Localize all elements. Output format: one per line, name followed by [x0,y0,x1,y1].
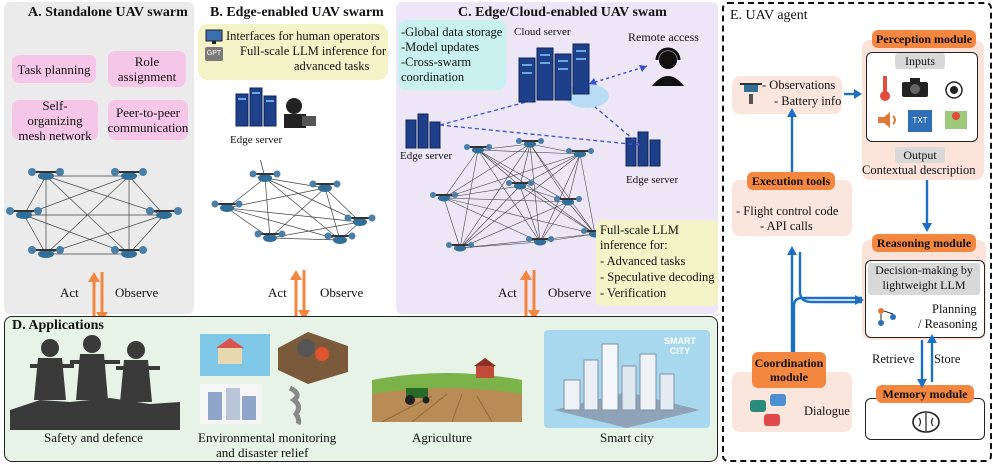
store-label: Store [934,352,961,366]
contextual-description: Contextual description [862,163,976,177]
panel-c-cloud-item-1: -Model updates [401,40,480,54]
panel-b-callout [198,24,388,80]
agriculture-image [372,358,522,422]
chat-bubbles-icon [750,394,786,426]
gpt-icon: GPT [205,47,223,61]
panel-b-edge-server-icon [235,87,316,128]
reasoning-sub-label: / Reasoning [918,317,978,331]
decision-label: Decision-making by lightweight LLM [868,263,980,295]
dialogue-label: Dialogue [804,404,850,418]
remote-access-label: Remote access [628,30,699,44]
panel-a-title: A. Standalone UAV swarm [28,5,188,20]
perception-module-tag: Perception module [872,30,976,48]
pill-task-planning: Task planning [12,55,96,83]
execution-tools-tag: Execution tools [747,172,835,190]
retrieve-label: Retrieve [872,352,915,366]
panel-c-swarm [430,138,609,252]
coordination-line-1: Coordination [754,356,824,370]
edge-server-left-icon [405,113,441,149]
panel-a-observe: Observe [115,285,159,300]
drone-small-icon-overlay [740,83,762,104]
edge-server-left-label: Edge server [400,150,453,162]
api-calls: - API calls [760,219,813,233]
txt-file-icon: TXT [908,110,932,132]
panel-b-observe: Observe [320,285,364,300]
cloud-server-label: Cloud server [514,26,571,38]
smart-city-buildings [554,343,700,428]
panel-b-swarm [211,160,376,244]
panel-c-title: C. Edge/Cloud-enabled UAV swam [458,5,667,20]
edge-server-right-icon [625,131,661,167]
thermometer-icon [880,76,890,101]
panel-b-act-observe-arrows [290,270,310,320]
panel-c-inference-item-0: - Advanced tasks [600,254,686,268]
panel-c-cloud-box [398,20,506,90]
planning-icon [878,308,896,326]
flight-control-code: - Flight control code [736,204,839,218]
battery-label: - Battery info [774,94,842,108]
panel-d-title: D. Applications [12,318,104,333]
app-safety-defence: Safety and defence [44,430,143,445]
smart-city-image: SMART CITY [544,330,710,428]
panel-c-inference-title-1: Full-scale LLM [600,223,679,237]
app-environmental: Environmental monitoring [198,430,337,445]
inputs-label: Inputs [895,53,945,69]
coordination-module-tag: Coordination module [752,352,826,388]
remote-access-icon [652,47,684,86]
sensor-icon [945,81,963,99]
memory-brain-icon [912,411,940,433]
edge-server-right-label: Edge server [626,174,679,186]
map-icon [945,111,967,129]
app-disaster-relief: and disaster relief [216,445,309,460]
panel-c-cloud-item-2: -Cross-swarm [401,55,472,69]
panel-c-inference-item-1: - Speculative decoding [600,270,715,284]
app-agriculture: Agriculture [412,430,472,445]
camera-icon [902,78,928,97]
environment-image [200,332,348,426]
panel-c-inference-title-2: inference for: [600,238,668,252]
memory-module-tag: Memory module [876,385,974,403]
panel-b-edge-server-label: Edge server [230,134,283,146]
panel-a-act: Act [60,285,79,300]
panel-e-title: E. UAV agent [730,8,808,23]
panel-a-act-observe-arrows [88,272,108,322]
panel-c-act: Act [498,285,517,300]
panel-e-flow-arrows [787,89,937,388]
panel-c-cloud-item-0: -Global data storage [401,25,503,39]
coordination-line-2: module [769,370,808,384]
panel-b-callout-line3: advanced tasks [294,59,370,73]
cloud-remote-link [588,65,648,85]
smart-city-sign: SMART CITY [664,336,696,356]
speaker-icon [878,112,896,128]
monitor-icon [205,29,223,44]
panel-c-act-observe-arrows [520,270,540,320]
decision-line-1: Decision-making by [875,263,973,277]
pill-mesh-network: Self-organizing mesh network [12,98,98,143]
memory-box [865,398,985,440]
observations-label: - Observations [762,78,836,92]
output-label: Output [895,147,945,163]
panel-c-observe: Observe [548,285,592,300]
panel-c-inference-item-2: - Verification [600,286,667,300]
soldiers-image [10,335,180,430]
panel-b-callout-line1: Interfaces for human operators [226,29,380,43]
panel-e [722,2,992,462]
decision-line-2: lightweight LLM [882,278,966,292]
pill-role-assignment: Role assignment [108,51,186,87]
pill-p2p: Peer-to-peer communication [108,100,188,140]
panel-b-title: B. Edge-enabled UAV swarm [210,5,384,20]
cloud-server-icon [518,43,609,108]
panel-c-backhaul-links [439,100,641,146]
panel-c-cloud-item-3: coordination [401,70,465,84]
panel-c-inference-callout [596,220,718,306]
panel-b-callout-line2: Full-scale LLM inference for [240,44,387,58]
reasoning-module-tag: Reasoning module [872,234,976,252]
planning-label: Planning [932,302,977,316]
panel-a-swarm [6,168,182,258]
app-smart-city: Smart city [600,430,654,445]
panel-b-act: Act [268,285,287,300]
